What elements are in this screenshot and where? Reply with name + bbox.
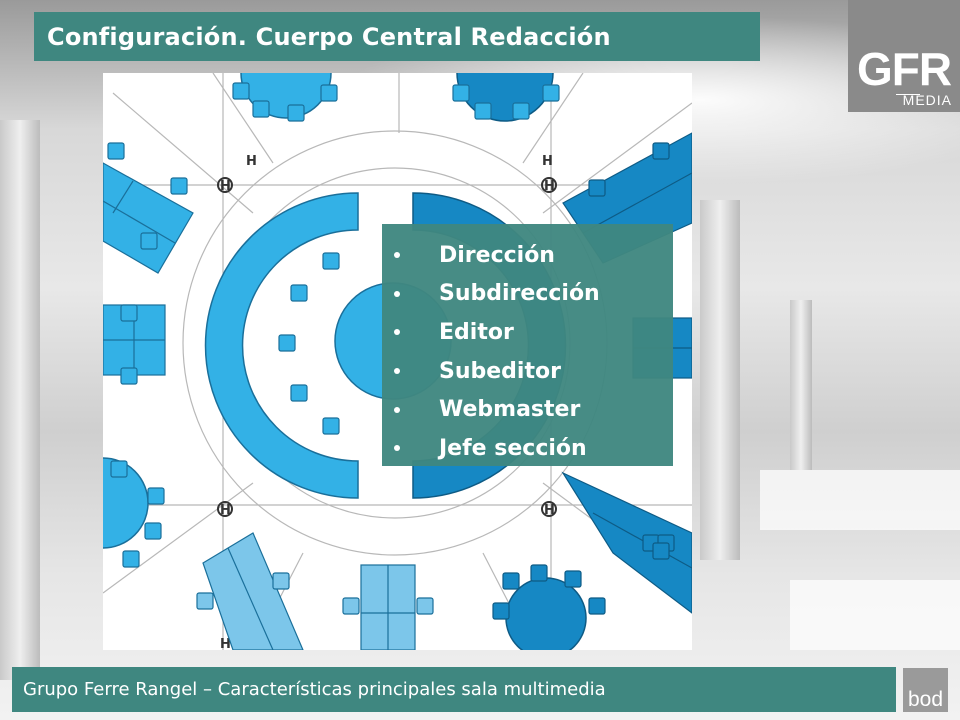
logo-sub: MEDIA <box>902 92 952 108</box>
background-pillar <box>700 200 740 560</box>
bullet-icon <box>394 329 400 336</box>
list-item: Jefe sección <box>382 429 673 468</box>
background-pillar <box>0 120 40 680</box>
roles-list-panel: Dirección Subdirección Editor Subeditor … <box>382 224 673 466</box>
round-table-top-right <box>456 73 554 122</box>
list-item: Subdirección <box>382 275 673 314</box>
column-marker: H <box>220 503 231 518</box>
bullet-icon <box>394 445 400 452</box>
bod-logo-text: bod <box>907 688 944 711</box>
bod-logo: bod <box>903 668 948 712</box>
role-label: Dirección <box>439 242 555 268</box>
desk-cluster <box>202 532 304 650</box>
footer-bar: Grupo Ferre Rangel – Características pri… <box>12 667 896 712</box>
role-label: Subeditor <box>439 358 561 384</box>
column-marker: H <box>220 179 231 194</box>
background-desk <box>760 470 960 530</box>
c-desk-left <box>204 192 359 499</box>
title-bar: Configuración. Cuerpo Central Redacción <box>34 12 760 61</box>
background-pillar <box>790 300 812 470</box>
background-desk <box>790 580 960 650</box>
bullet-icon <box>394 252 400 259</box>
role-label: Editor <box>439 319 514 345</box>
desk-cluster <box>103 162 194 274</box>
bullet-icon <box>394 406 400 413</box>
logo-rule <box>896 94 920 95</box>
list-item: Editor <box>382 313 673 352</box>
column-marker: H <box>246 154 257 169</box>
column-marker: H <box>544 503 555 518</box>
list-item: Subeditor <box>382 352 673 391</box>
footer-text: Grupo Ferre Rangel – Características pri… <box>23 679 606 700</box>
column-marker: H <box>542 154 553 169</box>
role-label: Webmaster <box>439 397 581 423</box>
role-label: Subdirección <box>439 281 600 307</box>
desk-cluster <box>561 471 692 614</box>
role-label: Jefe sección <box>439 435 587 461</box>
logo-mark: GFR <box>856 43 952 95</box>
list-item: Webmaster <box>382 390 673 429</box>
bullet-icon <box>394 290 400 297</box>
bullet-icon <box>394 368 400 375</box>
column-marker: H <box>220 637 231 650</box>
list-item: Dirección <box>382 236 673 275</box>
column-marker: H <box>544 179 555 194</box>
gfr-media-logo: GFR MEDIA <box>848 0 960 112</box>
roles-list: Dirección Subdirección Editor Subeditor … <box>382 236 673 468</box>
slide-title: Configuración. Cuerpo Central Redacción <box>47 22 611 51</box>
